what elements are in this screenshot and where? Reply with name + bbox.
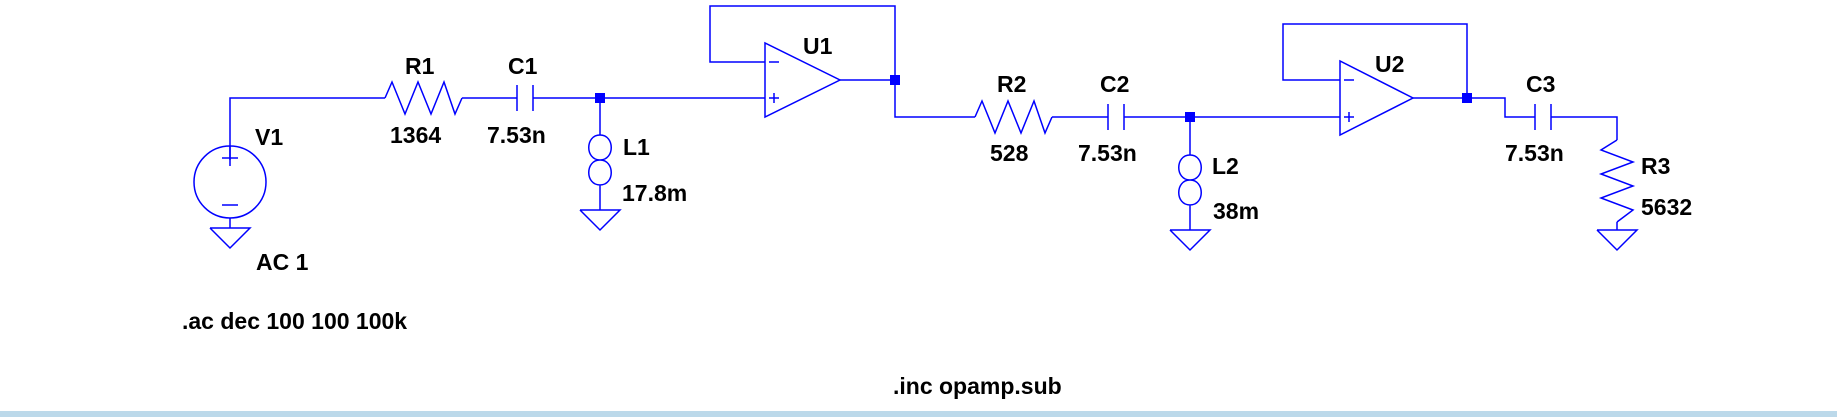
v1-ground-symbol (209, 227, 252, 250)
r1-value: 1364 (390, 122, 441, 148)
c1-capacitor[interactable] (516, 85, 534, 111)
junction-u2-out (1462, 93, 1472, 103)
l2-name: L2 (1212, 153, 1239, 179)
r3-value: 5632 (1641, 194, 1692, 220)
c1-name: C1 (508, 53, 538, 79)
c2-capacitor[interactable] (1107, 104, 1125, 130)
wire-v1-r1 (229, 97, 385, 160)
ac-directive: .ac dec 100 100 100k (182, 308, 407, 334)
wires (229, 5, 1618, 230)
c2-value: 7.53n (1078, 140, 1137, 166)
r2-name: R2 (997, 71, 1026, 97)
r3-name: R3 (1641, 153, 1670, 179)
u2-name: U2 (1375, 51, 1404, 77)
junction-node-2 (1185, 112, 1195, 122)
l1-ground-symbol (579, 209, 622, 232)
wire-c3-r3 (1551, 116, 1618, 140)
r1-name: R1 (405, 53, 435, 79)
wire-u2-c3 (1413, 97, 1535, 118)
wire-u1-feedback (709, 5, 896, 80)
c3-name: C3 (1526, 71, 1555, 97)
c3-capacitor[interactable] (1534, 104, 1552, 130)
l2-inductor[interactable] (1178, 154, 1202, 215)
l1-inductor[interactable] (588, 134, 612, 195)
c1-value: 7.53n (487, 122, 546, 148)
r3-ground-symbol (1596, 229, 1639, 252)
l2-value: 38m (1213, 198, 1259, 224)
c3-value: 7.53n (1505, 140, 1564, 166)
u1-opamp[interactable] (764, 41, 842, 119)
window-bottom-border (0, 411, 1837, 417)
r1-resistor[interactable] (384, 79, 463, 117)
r2-value: 528 (990, 140, 1029, 166)
v1-name: V1 (255, 124, 283, 150)
l1-name: L1 (623, 134, 650, 160)
l2-ground-symbol (1169, 229, 1212, 252)
r3-resistor[interactable] (1598, 139, 1636, 223)
v1-value: AC 1 (256, 249, 309, 275)
l1-value: 17.8m (622, 180, 687, 206)
v1-source[interactable] (193, 145, 267, 228)
r2-resistor[interactable] (974, 98, 1053, 136)
u1-name: U1 (803, 33, 833, 59)
inc-directive: .inc opamp.sub (893, 373, 1062, 399)
wire-u1-r2 (840, 79, 975, 118)
wire-u2-feedback (1282, 23, 1468, 98)
junction-node-1 (595, 93, 605, 103)
junction-u1-out (890, 75, 900, 85)
c2-name: C2 (1100, 71, 1129, 97)
u2-opamp[interactable] (1339, 59, 1415, 137)
